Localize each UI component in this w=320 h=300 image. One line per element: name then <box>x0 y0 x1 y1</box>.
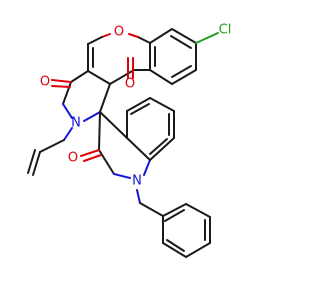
benzo-ring <box>149 28 197 85</box>
imide-oxygen-label: O <box>40 75 50 90</box>
pyranone-ring <box>87 33 151 85</box>
ring-oxygen-label: O <box>114 25 124 40</box>
oxindole-ring <box>98 111 151 179</box>
c-cl-bond <box>195 32 219 44</box>
ketone-double-bond <box>127 57 134 79</box>
allyl-chain <box>27 127 73 176</box>
benzyl-linker <box>136 189 164 217</box>
pyrrolidinone-ring <box>62 70 111 122</box>
oxindole-carbonyl <box>80 149 102 162</box>
phenyl-ring <box>162 203 211 258</box>
imide-carbonyl <box>51 79 72 88</box>
oxindole-nitrogen-label: N <box>132 174 142 189</box>
molecule-diagram: Cl O O O N O N <box>27 23 232 258</box>
ketone-oxygen-label: O <box>125 77 135 92</box>
pyrrolidine-nitrogen-label: N <box>71 116 81 131</box>
chlorine-atom-label: Cl <box>219 23 232 38</box>
indoline-benzo-ring <box>126 97 175 161</box>
oxindole-oxygen-label: O <box>68 151 78 166</box>
